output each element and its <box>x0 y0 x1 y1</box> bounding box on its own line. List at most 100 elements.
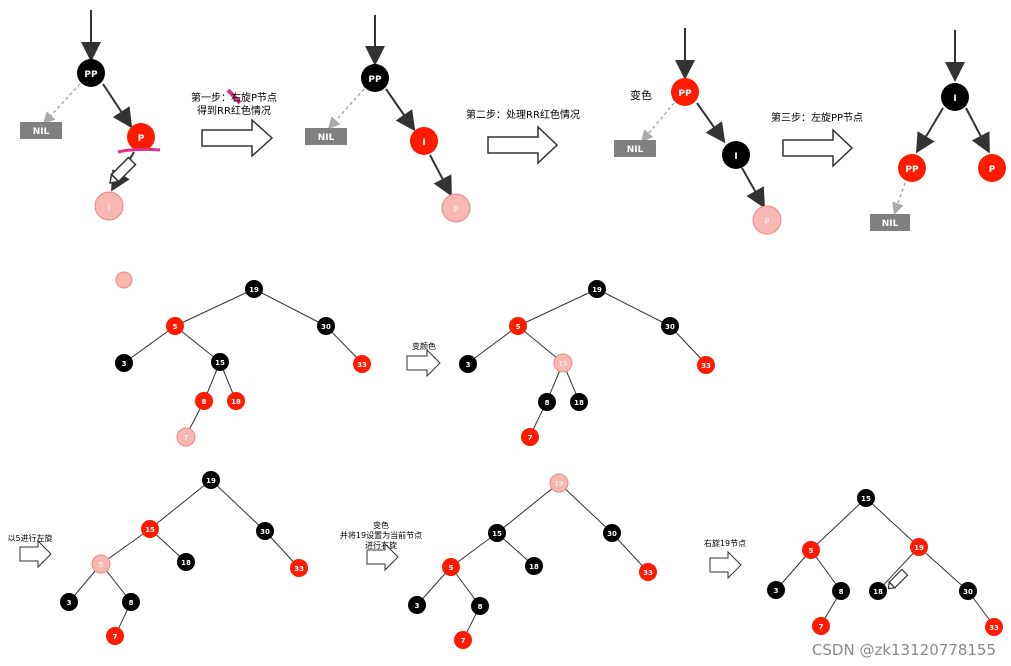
node-label: I <box>422 138 425 148</box>
row1-diagram2: NIL PP I P <box>305 15 471 223</box>
row1-diagram4: I PP P NIL <box>870 30 1006 231</box>
tree-edge <box>496 482 560 534</box>
node-label: 7 <box>184 434 188 442</box>
node-label: 19 <box>914 544 924 552</box>
tree-edge <box>42 83 81 125</box>
stray-pink-node <box>115 271 133 289</box>
tree-edge <box>100 528 151 565</box>
tree-node <box>767 581 785 599</box>
node-label: 19 <box>555 480 564 488</box>
highlight-mark <box>117 147 161 154</box>
node-label: 8 <box>545 399 550 407</box>
tree-node <box>459 355 477 373</box>
node-label: 3 <box>122 360 127 368</box>
row3-treeA-nodes: 19 15 30 5 18 33 3 8 7 <box>60 471 308 645</box>
tree-node <box>488 524 506 542</box>
row2-treeA <box>123 288 363 437</box>
tree-node <box>245 280 263 298</box>
shape <box>887 580 897 590</box>
node-label: 5 <box>516 323 521 331</box>
tree-node <box>122 593 140 611</box>
tree-edge <box>123 325 176 364</box>
tree-edge <box>810 497 867 551</box>
node-p <box>441 193 471 223</box>
tree-edge <box>467 325 519 364</box>
node-label: 30 <box>963 588 973 596</box>
tree-node <box>442 558 460 576</box>
tree-edge <box>517 288 598 327</box>
tree-node <box>603 524 621 542</box>
tree-edge <box>641 102 675 143</box>
tree-edge <box>696 102 726 144</box>
tree-node <box>985 618 1003 636</box>
node-label: 18 <box>529 563 539 571</box>
node-pp <box>898 154 926 182</box>
tree-node <box>639 563 657 581</box>
tree-node <box>227 392 245 410</box>
node-label: 3 <box>774 587 779 595</box>
nil-box <box>20 122 62 139</box>
tree-node <box>177 553 195 571</box>
row2-treeA-nodes: 19 5 30 3 15 33 8 18 7 <box>115 280 371 447</box>
node-label: 3 <box>415 602 420 610</box>
shape <box>305 128 347 145</box>
node-label: 3 <box>466 361 471 369</box>
tree-node <box>869 582 887 600</box>
node-label: 15 <box>861 495 871 503</box>
node-pp <box>671 78 699 106</box>
shape <box>109 172 121 184</box>
node-label: PP <box>368 75 382 85</box>
tree-edge <box>149 479 212 530</box>
tree-edge <box>210 479 266 532</box>
node-label: P <box>989 165 996 175</box>
tree-edge <box>915 107 944 154</box>
tree-node <box>471 597 489 615</box>
rotate-left-arrow <box>19 539 52 569</box>
step3-label: 第三步：左旋PP节点 <box>771 111 863 124</box>
pencil-icon <box>887 568 909 590</box>
node-label: 5 <box>173 323 178 331</box>
tree-edge <box>865 497 920 548</box>
tree-node <box>60 593 78 611</box>
node-label: 5 <box>449 564 454 572</box>
row3-treeC-nodes: 15 5 19 3 8 18 30 7 33 <box>767 489 1003 636</box>
tree-node <box>525 557 543 575</box>
node-label: 33 <box>989 624 999 632</box>
step1-label: 第一步：右旋P节点 <box>191 91 277 104</box>
tree-node <box>549 473 569 493</box>
node-label: 33 <box>643 569 653 577</box>
nil-label: NIL <box>33 127 50 137</box>
recolor2-arrow <box>406 348 441 378</box>
node-i <box>94 191 124 221</box>
tree-node <box>509 317 527 335</box>
node-label: 19 <box>249 286 259 294</box>
tree-node <box>256 522 274 540</box>
tree-node <box>802 541 820 559</box>
node-label: 30 <box>321 323 331 331</box>
node-label: 8 <box>129 599 134 607</box>
node-p <box>752 205 782 235</box>
row2-treeB-nodes: 19 5 30 3 15 33 8 18 7 <box>459 280 715 446</box>
node-label: 18 <box>873 588 883 596</box>
tree-node <box>570 393 588 411</box>
row1-diagram3: 变色 NIL PP I P <box>614 28 782 235</box>
row3-treeC <box>775 497 995 627</box>
tree-edge <box>174 288 255 327</box>
node-label: 8 <box>839 588 844 596</box>
node-label: PP <box>678 89 692 99</box>
tree-edge <box>965 107 990 154</box>
node-label: 33 <box>357 361 367 369</box>
node-p-label: P <box>138 134 145 144</box>
step2-arrow <box>487 125 559 165</box>
node-label: 18 <box>181 559 191 567</box>
tree-node <box>91 554 111 574</box>
tree-node <box>812 617 830 635</box>
tree-edge <box>517 325 564 364</box>
node-label: PP <box>905 165 919 175</box>
tree-node <box>211 353 229 371</box>
highlight-mark <box>226 88 242 105</box>
node-label: 7 <box>528 434 533 442</box>
node-p <box>127 123 155 151</box>
node-label: 33 <box>294 565 304 573</box>
